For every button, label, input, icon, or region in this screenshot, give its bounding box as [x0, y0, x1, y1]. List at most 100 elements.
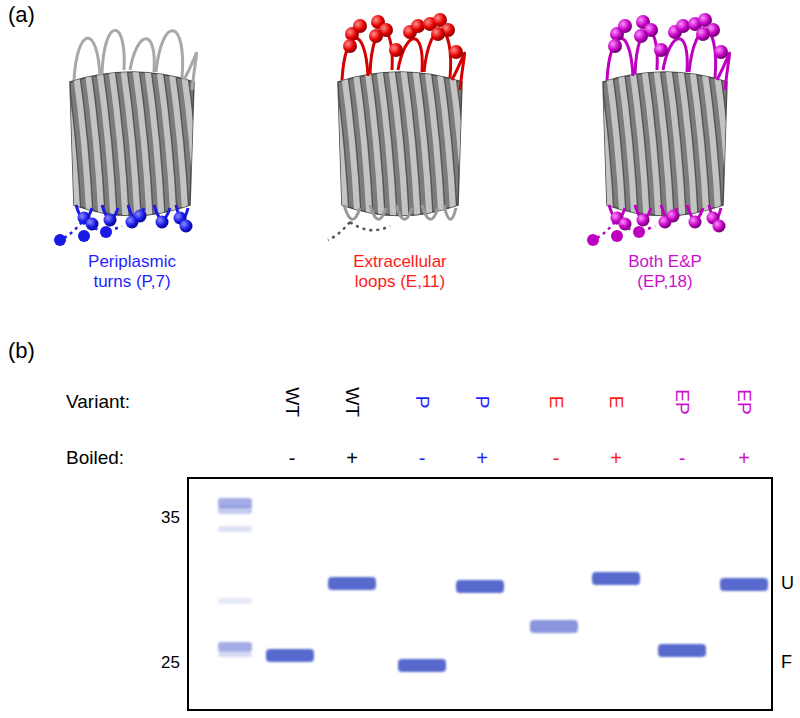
sds-page-gel: [188, 478, 772, 710]
beta-strand: [50, 60, 66, 230]
row-heading: Boiled:: [66, 447, 124, 469]
residue-sphere: [667, 210, 680, 223]
boiled-sign: +: [610, 447, 622, 470]
ladder-band: [218, 652, 252, 657]
protein-band: [658, 644, 706, 657]
ladder-band: [218, 506, 252, 514]
marker-size: 25: [161, 653, 180, 673]
strand-edge: [731, 60, 747, 230]
strand-edge: [310, 60, 326, 230]
residue-sphere: [637, 214, 650, 227]
lane-label: P: [471, 396, 493, 409]
lane-label: WT: [281, 387, 303, 417]
protein-band: [456, 580, 504, 593]
protein-band: [328, 577, 376, 590]
residue-sphere: [608, 39, 622, 53]
beta-strand: [194, 60, 210, 230]
residue-sphere: [431, 27, 445, 41]
strand-edge: [42, 60, 58, 230]
protein-band: [720, 578, 768, 591]
ladder-band: [218, 526, 252, 532]
boiled-sign: -: [679, 447, 686, 470]
boiled-sign: +: [476, 447, 488, 470]
residue-sphere: [369, 29, 383, 43]
residue-sphere: [134, 210, 147, 223]
protein-band: [530, 620, 578, 633]
lane-label: E: [545, 396, 567, 409]
strand-edge: [198, 60, 214, 230]
ladder-band: [218, 598, 252, 604]
tail-dot: [54, 234, 66, 246]
residue-sphere: [634, 29, 648, 43]
extracellular-loop: [663, 39, 687, 72]
beta-barrel: [571, 13, 747, 246]
lane-label: E: [605, 396, 627, 409]
tail-dot: [78, 230, 90, 242]
periplasmic-turn: [344, 205, 360, 219]
boiled-sign: -: [553, 447, 560, 470]
residue-sphere: [714, 45, 728, 59]
residue-sphere: [713, 220, 726, 233]
strand-edge: [186, 60, 202, 230]
boiled-sign: -: [419, 447, 426, 470]
band-state: U: [781, 573, 794, 594]
variant-caption: Extracellular loops (E,11): [343, 252, 458, 291]
disordered-tail: [328, 222, 390, 240]
variant-caption: Periplasmic turns (P,7): [75, 252, 190, 291]
strand-edge: [575, 60, 591, 230]
protein-structures: [38, 13, 747, 246]
residue-sphere: [180, 220, 193, 233]
residue-sphere: [696, 27, 710, 41]
disordered-tail: [60, 222, 122, 240]
beta-barrel: [38, 30, 214, 246]
tail-dot: [587, 234, 599, 246]
periplasmic-turn: [370, 205, 386, 219]
extracellular-loop: [398, 39, 422, 72]
residue-sphere: [156, 216, 169, 229]
variant-caption: Both E&P (EP,18): [608, 252, 723, 291]
tail-dot: [611, 230, 623, 242]
beta-barrel: [306, 13, 482, 240]
strand-edge: [454, 60, 470, 230]
residue-sphere: [618, 19, 632, 33]
periplasmic-turn: [396, 205, 412, 219]
panel-label: (b): [8, 338, 35, 363]
tail-dot: [633, 226, 645, 238]
beta-strand: [306, 60, 322, 230]
boiled-sign: +: [346, 447, 358, 470]
extracellular-loop: [130, 39, 154, 72]
lane-label: P: [411, 396, 433, 409]
protein-band: [592, 572, 640, 585]
beta-strand: [462, 60, 478, 230]
beta-strand: [583, 60, 599, 230]
strand-edge: [719, 60, 735, 230]
protein-band: [398, 659, 446, 672]
extracellular-loop: [342, 38, 368, 80]
extracellular-loop: [102, 30, 124, 74]
lane-label: EP: [733, 389, 755, 414]
strand-edge: [54, 60, 70, 230]
lane-label: EP: [671, 389, 693, 414]
residue-sphere: [411, 19, 425, 33]
protein-band: [266, 649, 314, 662]
extracellular-loop: [156, 31, 183, 78]
beta-strand: [38, 60, 54, 230]
ladder-band: [218, 642, 252, 652]
beta-strand: [318, 60, 334, 230]
residue-sphere: [676, 19, 690, 33]
extracellular-loop: [607, 38, 633, 80]
extracellular-loop: [74, 38, 100, 80]
marker-size: 35: [161, 508, 180, 528]
boiled-sign: -: [289, 447, 296, 470]
beta-strand: [727, 60, 743, 230]
row-heading: Variant:: [66, 391, 130, 413]
beta-strand: [571, 60, 587, 230]
periplasmic-turn: [444, 205, 456, 219]
strand-edge: [587, 60, 603, 230]
band-state: F: [781, 652, 792, 673]
periplasmic-turn: [422, 205, 438, 219]
tail-dot: [100, 226, 112, 238]
panel-label: (a): [8, 2, 35, 27]
